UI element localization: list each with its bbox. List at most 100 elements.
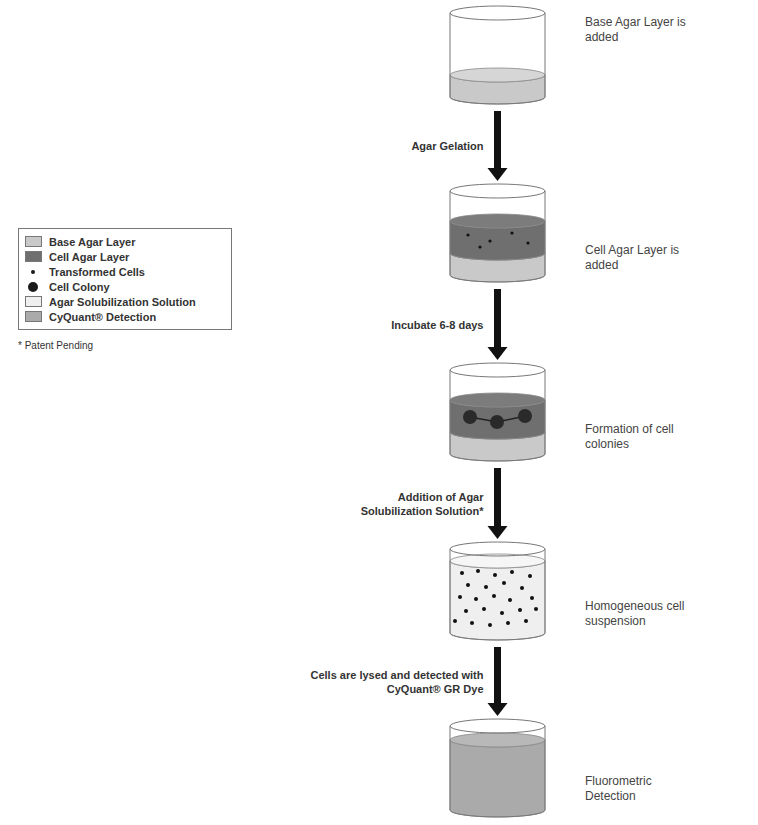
stage-label: Fluorometric Detection <box>585 774 693 804</box>
transformed-cell <box>478 245 481 248</box>
beaker-body <box>450 13 545 104</box>
transformed-cell <box>466 583 470 587</box>
flow-arrow <box>488 647 508 716</box>
legend-entry: Base Agar Layer <box>25 234 225 249</box>
cell-colony <box>490 415 504 429</box>
agar-layer <box>450 740 545 817</box>
legend-symbol <box>25 281 42 293</box>
legend-symbol <box>25 266 42 278</box>
process-stage: Fluorometric Detection <box>440 718 740 818</box>
legend-swatch <box>25 251 42 262</box>
footnote: * Patent Pending <box>18 340 93 351</box>
legend-text: Cell Agar Layer <box>49 251 129 263</box>
process-stage: Homogeneous cell suspension <box>440 541 740 641</box>
transformed-cell <box>510 231 513 234</box>
arrow-label: Incubate 6-8 days <box>304 318 484 332</box>
agar-layer <box>450 561 545 640</box>
legend-text: Base Agar Layer <box>49 236 135 248</box>
transformed-cell <box>476 569 480 573</box>
legend-swatch <box>25 311 42 322</box>
transformed-cell <box>466 233 469 236</box>
legend-entry: Cell Agar Layer <box>25 249 225 264</box>
transformed-cell <box>482 607 486 611</box>
arrow-shaft <box>494 289 501 347</box>
cell-symbol <box>31 270 35 274</box>
transformed-cell <box>488 623 492 627</box>
arrow-label: Agar Gelation <box>304 139 484 153</box>
flow-arrow <box>488 289 508 360</box>
beaker-rim <box>450 184 545 198</box>
legend-text: Cell Colony <box>49 281 110 293</box>
beaker-outline <box>450 370 545 461</box>
layer-surface <box>450 393 545 407</box>
transformed-cell <box>470 621 474 625</box>
transformed-cell <box>530 596 534 600</box>
beaker-body <box>450 191 545 282</box>
process-stage: Base Agar Layer is added <box>440 5 740 105</box>
arrow-head <box>488 526 508 539</box>
legend-swatch <box>25 296 42 307</box>
colony-symbol <box>28 282 38 292</box>
transformed-cell <box>500 611 504 615</box>
beaker-outline <box>450 191 545 282</box>
beaker-illustration <box>440 183 555 283</box>
legend-text: Agar Solubilization Solution <box>49 296 196 308</box>
legend-entry: CyQuant® Detection <box>25 309 225 324</box>
transformed-cell <box>488 239 491 242</box>
transformed-cell <box>492 594 496 598</box>
legend-entry: Transformed Cells <box>25 264 225 279</box>
transformed-cell <box>534 607 538 611</box>
transformed-cell <box>502 581 506 585</box>
transformed-cell <box>506 621 510 625</box>
arrow-shaft <box>494 111 501 168</box>
transformed-cell <box>518 608 522 612</box>
flow-arrow <box>488 111 508 181</box>
arrow-head <box>488 347 508 360</box>
cell-colony <box>463 410 477 424</box>
beaker-body <box>450 370 545 461</box>
transformed-cell <box>508 598 512 602</box>
beaker-outline <box>450 726 545 817</box>
arrow-label: Addition of Agar Solubilization Solution… <box>354 490 484 518</box>
beaker-rim <box>450 6 545 20</box>
transformed-cell <box>524 619 528 623</box>
transformed-cell <box>528 574 532 578</box>
beaker-illustration <box>440 5 555 105</box>
legend-text: CyQuant® Detection <box>49 311 156 323</box>
transformed-cell <box>453 619 457 623</box>
layer-surface <box>450 214 545 228</box>
beaker-illustration <box>440 718 555 818</box>
legend-entry: Cell Colony <box>25 279 225 294</box>
transformed-cell <box>493 573 497 577</box>
arrow-head <box>488 703 508 716</box>
arrow-label: Cells are lysed and detected with CyQuan… <box>309 668 484 696</box>
process-stage: Formation of cell colonies <box>440 362 740 462</box>
transformed-cell <box>520 586 524 590</box>
arrow-head <box>488 168 508 181</box>
transformed-cell <box>484 585 488 589</box>
transformed-cell <box>458 595 462 599</box>
legend-swatch <box>25 236 42 247</box>
legend-box: Base Agar LayerCell Agar LayerTransforme… <box>18 228 232 330</box>
cell-colony <box>518 409 532 423</box>
layer-surface <box>450 68 545 82</box>
arrow-shaft <box>494 468 501 526</box>
beaker-rim <box>450 542 545 556</box>
flow-arrow <box>488 468 508 539</box>
transformed-cell <box>464 609 468 613</box>
beaker-outline <box>450 549 545 640</box>
stage-label: Formation of cell colonies <box>585 422 693 452</box>
beaker-rim <box>450 363 545 377</box>
transformed-cell <box>526 241 529 244</box>
transformed-cell <box>474 597 478 601</box>
transformed-cell <box>460 571 464 575</box>
beaker-body <box>450 549 545 640</box>
beaker-rim <box>450 719 545 733</box>
beaker-illustration <box>440 362 555 462</box>
process-stage: Cell Agar Layer is added <box>440 183 740 283</box>
arrow-shaft <box>494 647 501 703</box>
layer-surface <box>450 733 545 747</box>
stage-label: Base Agar Layer is added <box>585 15 693 45</box>
transformed-cell <box>510 570 514 574</box>
